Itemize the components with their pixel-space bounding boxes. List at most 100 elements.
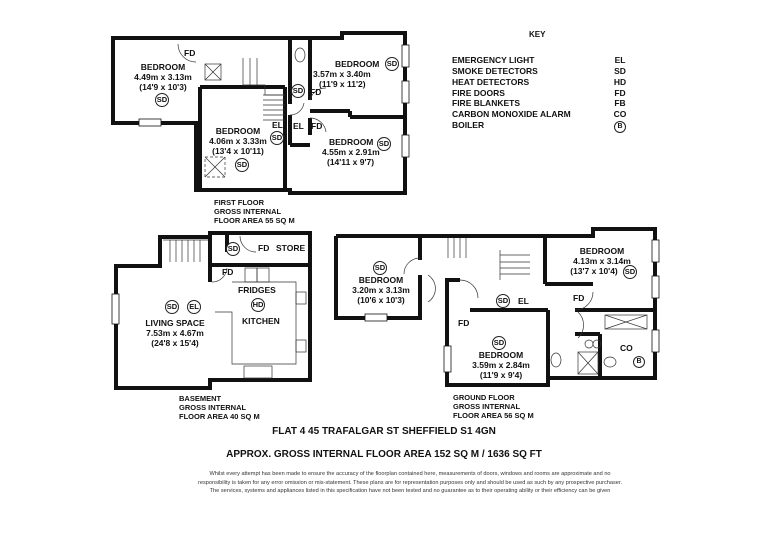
emergency-light-icon: EL [187, 300, 201, 314]
area-line: FLOOR AREA 56 SQ M [453, 411, 534, 420]
room-metric: 3.20m x 3.13m [352, 285, 410, 295]
ground-floor-area: GROUND FLOOR GROSS INTERNAL FLOOR AREA 5… [453, 393, 534, 420]
room-imperial: (14'11 x 9'7) [327, 157, 375, 167]
key-code: SD [614, 66, 626, 76]
room-imperial: (11'9 x 9'4) [479, 370, 523, 380]
fridges-label: FRIDGES [238, 285, 276, 295]
room-metric: 7.53m x 4.67m [146, 328, 204, 338]
boiler-icon: B [633, 356, 645, 368]
room-name: LIVING SPACE [145, 318, 205, 328]
key-title: KEY [529, 30, 546, 39]
fire-door-label: FD [311, 121, 323, 131]
smoke-detector-icon: SD [155, 93, 169, 107]
smoke-detector-icon: SD [235, 158, 249, 172]
fire-door-label: FD [184, 48, 196, 58]
key-label: BOILER [452, 120, 485, 130]
first-floor-outline [111, 31, 407, 195]
area-line: FLOOR AREA 40 SQ M [179, 412, 260, 421]
ff-bedroom-2: BEDROOM 4.06m x 3.33m (13'4 x 10'11) [200, 126, 276, 156]
room-metric: 4.49m x 3.13m [134, 72, 192, 82]
fire-door-label: FD [310, 87, 322, 97]
key-code: HD [613, 77, 627, 87]
property-address: FLAT 4 45 TRAFALGAR ST SHEFFIELD S1 4GN [272, 426, 496, 437]
area-line: GROSS INTERNAL [453, 402, 521, 411]
room-imperial: (24'8 x 15'4) [151, 338, 199, 348]
smoke-detector-icon: SD [270, 131, 284, 145]
room-name: BEDROOM [478, 350, 524, 360]
room-name: BEDROOM [335, 59, 380, 69]
ff-bedroom-4: BEDROOM 4.55m x 2.91m (14'11 x 9'7) [322, 137, 380, 167]
room-metric: 4.13m x 3.14m [573, 256, 631, 266]
store-label: STORE [276, 243, 306, 253]
basement-outline [114, 231, 312, 390]
room-name: BEDROOM [329, 137, 374, 147]
key-row-boiler: BOILER B [452, 120, 672, 133]
kitchen-label: KITCHEN [242, 316, 280, 326]
smoke-detector-icon: SD [623, 265, 637, 279]
key-label: HEAT DETECTORS [452, 77, 530, 87]
key-code: FD [614, 88, 626, 98]
key-label: SMOKE DETECTORS [452, 66, 538, 76]
key-code: EL [614, 55, 626, 65]
room-metric: 4.55m x 2.91m [322, 147, 380, 157]
fire-door-label: FD [258, 243, 270, 253]
heat-detector-icon: HD [251, 298, 265, 312]
room-metric: 4.06m x 3.33m [209, 136, 267, 146]
key-code-wrap: B [610, 120, 630, 133]
room-name: BEDROOM [579, 246, 625, 256]
key-label: EMERGENCY LIGHT [452, 55, 535, 65]
ff-bedroom-3: BEDROOM 3.57m x 3.40m (11'9 x 11'2) [313, 59, 379, 89]
key-label: FIRE DOORS [452, 88, 505, 98]
smoke-detector-icon: SD [373, 261, 387, 275]
room-metric: 3.59m x 2.84m [472, 360, 530, 370]
smoke-detector-icon: SD [492, 336, 506, 350]
living-space: LIVING SPACE 7.53m x 4.67m (24'8 x 15'4) [135, 318, 215, 348]
room-metric: 3.57m x 3.40m [313, 69, 371, 79]
room-imperial: (10'6 x 10'3) [357, 295, 405, 305]
emergency-light-label: EL [272, 120, 283, 130]
key-label: CARBON MONOXIDE ALARM [452, 109, 571, 119]
area-line: BASEMENT [179, 394, 222, 403]
key-row-co-alarm: CARBON MONOXIDE ALARM CO [452, 109, 672, 120]
room-imperial: (13'7 x 10'4) [570, 266, 618, 276]
room-imperial: (11'9 x 11'2) [319, 79, 366, 89]
key-row-smoke-detectors: SMOKE DETECTORS SD [452, 66, 672, 77]
room-imperial: (14'9 x 10'3) [139, 82, 187, 92]
key-row-fire-blankets: FIRE BLANKETS FB [452, 98, 672, 109]
first-floor-area: FIRST FLOOR GROSS INTERNAL FLOOR AREA 55… [214, 198, 295, 225]
fire-door-label: FD [458, 318, 470, 328]
room-name: BEDROOM [215, 126, 261, 136]
emergency-light-label: EL [293, 121, 304, 131]
smoke-detector-icon: SD [165, 300, 179, 314]
ff-bedroom-1: BEDROOM 4.49m x 3.13m (14'9 x 10'3) [125, 62, 201, 92]
smoke-detector-icon: SD [226, 242, 240, 256]
key-row-fire-doors: FIRE DOORS FD [452, 88, 672, 99]
area-line: FIRST FLOOR [214, 198, 264, 207]
area-line: GROUND FLOOR [453, 393, 515, 402]
boiler-icon: B [614, 121, 626, 133]
area-line: GROSS INTERNAL [179, 403, 247, 412]
smoke-detector-icon: SD [385, 57, 399, 71]
fire-door-label: FD [573, 293, 585, 303]
room-name: BEDROOM [358, 275, 404, 285]
key-row-heat-detectors: HEAT DETECTORS HD [452, 77, 672, 88]
basement-area: BASEMENT GROSS INTERNAL FLOOR AREA 40 SQ… [179, 394, 260, 421]
key-row-emergency-light: EMERGENCY LIGHT EL [452, 55, 672, 66]
total-floor-area: APPROX. GROSS INTERNAL FLOOR AREA 152 SQ… [226, 449, 542, 460]
key-label: FIRE BLANKETS [452, 98, 520, 108]
smoke-detector-icon: SD [496, 294, 510, 308]
gf-bedroom-2: BEDROOM 4.13m x 3.14m (13'7 x 10'4) [562, 246, 642, 276]
area-line: FLOOR AREA 55 SQ M [214, 216, 295, 225]
room-name: BEDROOM [140, 62, 186, 72]
co-alarm-label: CO [620, 343, 633, 353]
area-line: GROSS INTERNAL [214, 207, 282, 216]
disclaimer-text: Whilst every attempt has been made to en… [198, 471, 622, 495]
emergency-light-label: EL [518, 296, 529, 306]
key-code: CO [613, 109, 627, 119]
fire-door-label: FD [222, 267, 234, 277]
smoke-detector-icon: SD [377, 137, 391, 151]
gf-bedroom-3: BEDROOM 3.59m x 2.84m (11'9 x 9'4) [461, 350, 541, 380]
gf-bedroom-1: BEDROOM 3.20m x 3.13m (10'6 x 10'3) [343, 275, 419, 305]
room-imperial: (13'4 x 10'11) [212, 146, 264, 156]
